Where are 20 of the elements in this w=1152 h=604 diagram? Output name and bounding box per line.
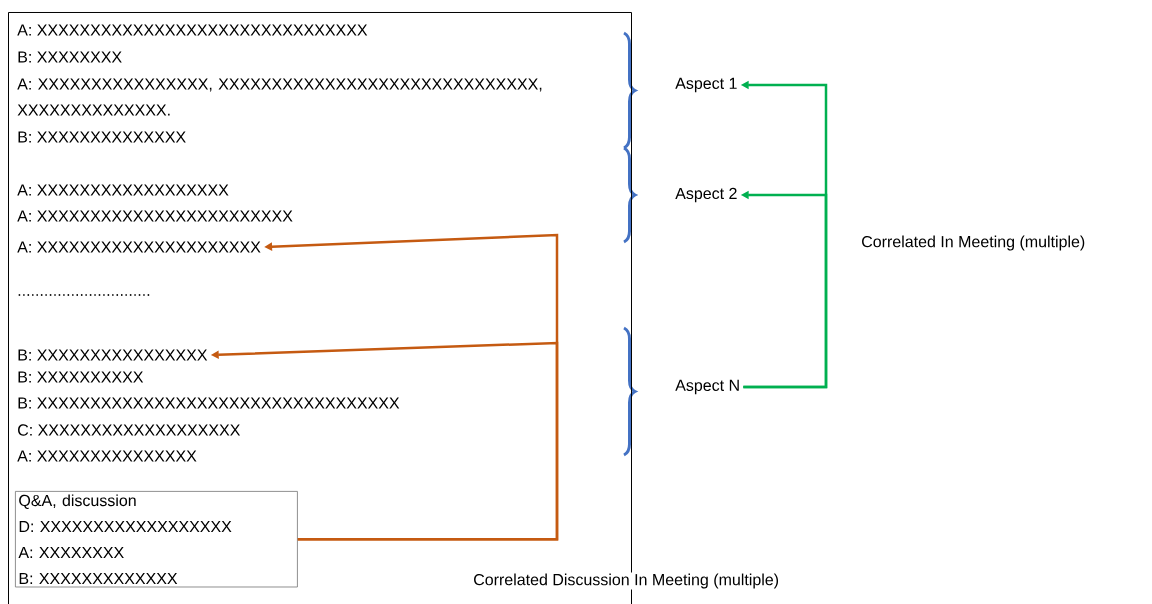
caption-text: Correlated In Meeting (multiple): [862, 235, 1085, 251]
transcript-box: [8, 12, 632, 604]
aspect-label: Aspect 2: [675, 187, 737, 203]
transcript-line: B: XXXXXXXX: [18, 51, 122, 63]
caption-text: Correlated Discussion In Meeting (multiple): [472, 572, 781, 590]
transcript-line: A: XXXXXXXXXXXXXXXXXXXXX: [17, 241, 261, 253]
transcript-line: B: XXXXXXXXXXXXXXXX: [18, 349, 208, 361]
transcript-line: A: XXXXXXXXXXXXXXXXXX: [17, 184, 229, 196]
aspect-label: Aspect 1: [675, 77, 737, 93]
discussion-box: Q&A, discussion D: XXXXXXXXXXXXXXXXXX A: XXXXXXXX B: XXXXXXXXXXXXX: [15, 491, 298, 588]
transcript-line: A: XXXXXXXXXXXXXXX: [17, 450, 197, 462]
transcript-line: C: XXXXXXXXXXXXXXXXXXX: [18, 424, 241, 436]
transcript-line: A: XXXXXXXXXXXXXXXXXXXXXXXX: [17, 210, 293, 222]
transcript-line: B: XXXXXXXXXXXXXX: [18, 131, 186, 143]
transcript-line: ..............................: [18, 294, 150, 296]
transcript-line: A: XXXXXXXXXXXXXXXXXXXXXXXXXXXXXXX: [17, 24, 368, 36]
transcript-line: B: XXXXXXXXXXXXXXXXXXXXXXXXXXXXXXXXXX: [18, 397, 400, 409]
aspect-label: Aspect N: [675, 379, 739, 395]
transcript-line: A: XXXXXXXXXXXXXXXX, XXXXXXXXXXXXXXXXXXXXXXXXXXXXXX, XXXXXXXXXXXXXX.: [17, 78, 542, 116]
transcript-line: B: XXXXXXXXXX: [18, 371, 144, 383]
